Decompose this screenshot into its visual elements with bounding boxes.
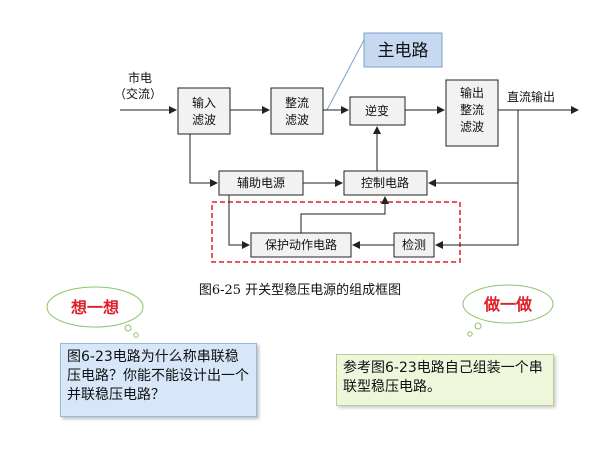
rectifier-filter-label-1: 整流 xyxy=(285,95,309,110)
inverter-block xyxy=(349,96,406,126)
line-aux-to-protection xyxy=(228,195,250,249)
aux-power-block xyxy=(218,170,304,196)
rectifier-filter-block xyxy=(270,87,324,135)
callout-pointer xyxy=(326,39,365,111)
main-circuit-callout-text: 主电路 xyxy=(378,41,429,61)
line-to-aux-power xyxy=(189,134,218,187)
output-rectifier-label-3: 滤波 xyxy=(460,120,484,134)
input-label-line1: 市电 xyxy=(128,70,152,85)
aux-power-label: 辅助电源 xyxy=(237,176,285,190)
rectifier-filter-label-2: 滤波 xyxy=(285,113,309,127)
input-filter-block xyxy=(177,87,231,135)
input-filter-label-1: 输入 xyxy=(192,95,216,110)
question-note: 图6-23电路为什么称串联稳压电路？你能不能设计出一个并联稳压电路？ xyxy=(60,343,257,417)
output-rectifier-label-1: 输出 xyxy=(460,85,484,100)
detection-label: 检测 xyxy=(402,237,426,252)
detection-block xyxy=(393,232,435,258)
inverter-label: 逆变 xyxy=(365,103,389,118)
task-note: 参考图6-23电路自己组装一个串联型稳压电路。 xyxy=(336,354,554,406)
protection-label: 保护动作电路 xyxy=(265,237,337,252)
input-filter-label-2: 滤波 xyxy=(192,113,216,127)
output-rectifier-label-2: 整流 xyxy=(460,102,484,117)
input-label-line2: （交流） xyxy=(114,86,162,101)
thought-right-text: 做一做 xyxy=(483,295,533,314)
line-protection-to-control xyxy=(300,196,389,233)
control-circuit-block xyxy=(343,170,428,196)
thought-left-text: 想一想 xyxy=(70,298,119,317)
thought-cloud-left: 想一想 xyxy=(46,286,144,338)
thought-cloud-right: 做一做 xyxy=(462,284,554,337)
line-output-to-detection xyxy=(435,183,519,249)
dc-output-label: 直流输出 xyxy=(507,89,555,104)
figure-caption: 图6-25 开关型稳压电源的组成框图 xyxy=(198,283,402,298)
protection-group-dashed-box xyxy=(211,201,461,263)
output-rectifier-filter-block xyxy=(445,79,499,147)
protection-block xyxy=(250,232,352,258)
control-circuit-label: 控制电路 xyxy=(361,175,409,190)
main-circuit-callout xyxy=(363,32,443,68)
